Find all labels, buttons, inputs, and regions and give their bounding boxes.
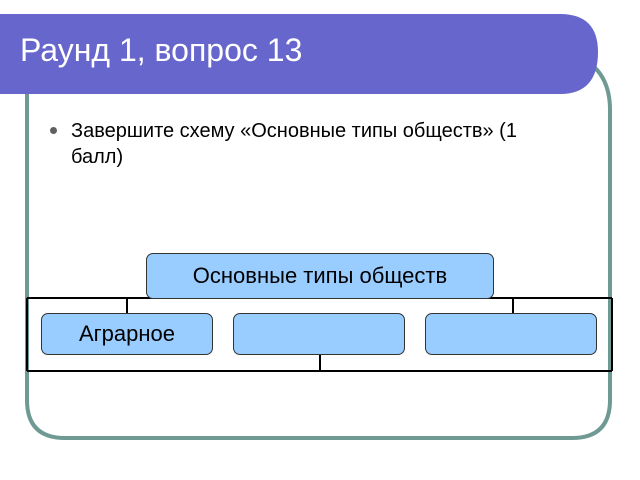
bullet-text: Завершите схему «Основные типы обществ» … (71, 120, 517, 168)
slide-title: Раунд 1, вопрос 13 (20, 32, 303, 68)
child-box-2 (233, 313, 405, 355)
bullet-item: Завершите схему «Основные типы обществ» … (50, 118, 530, 170)
title-banner (0, 14, 598, 94)
child-box-3 (425, 313, 597, 355)
frame-outline (25, 58, 612, 440)
child-box-1: Аграрное (41, 313, 213, 355)
bullet-icon (50, 127, 57, 134)
root-box: Основные типы обществ (146, 253, 494, 299)
